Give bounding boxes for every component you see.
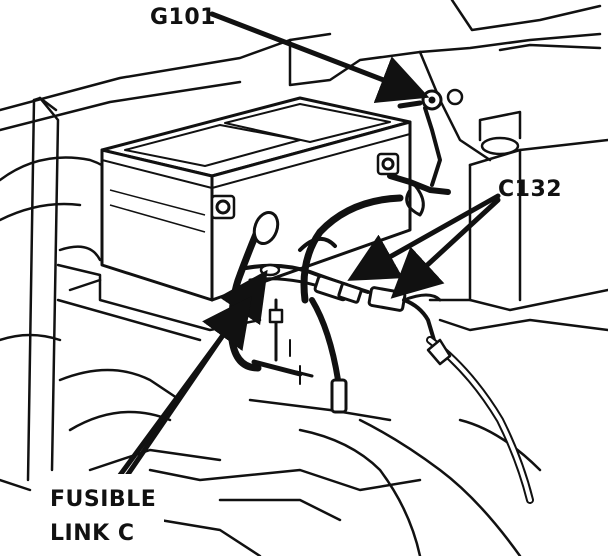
g101-label: G101: [150, 5, 216, 30]
c132-arrow-right: [390, 197, 501, 299]
battery: [100, 96, 412, 302]
fusible-link-label-line1: FUSIBLE: [50, 487, 156, 512]
c132-arrow-left: [347, 193, 501, 281]
leader-arrows: [109, 11, 501, 489]
battery-cables: [228, 88, 534, 504]
c132-label: C132: [498, 177, 562, 202]
fusible-link-arrow-lower: [109, 295, 252, 489]
fusible-link-label-line2: LINK C: [50, 521, 134, 546]
g101-arrow: [209, 11, 430, 103]
fusible-link-label-backdrop: [40, 474, 164, 548]
